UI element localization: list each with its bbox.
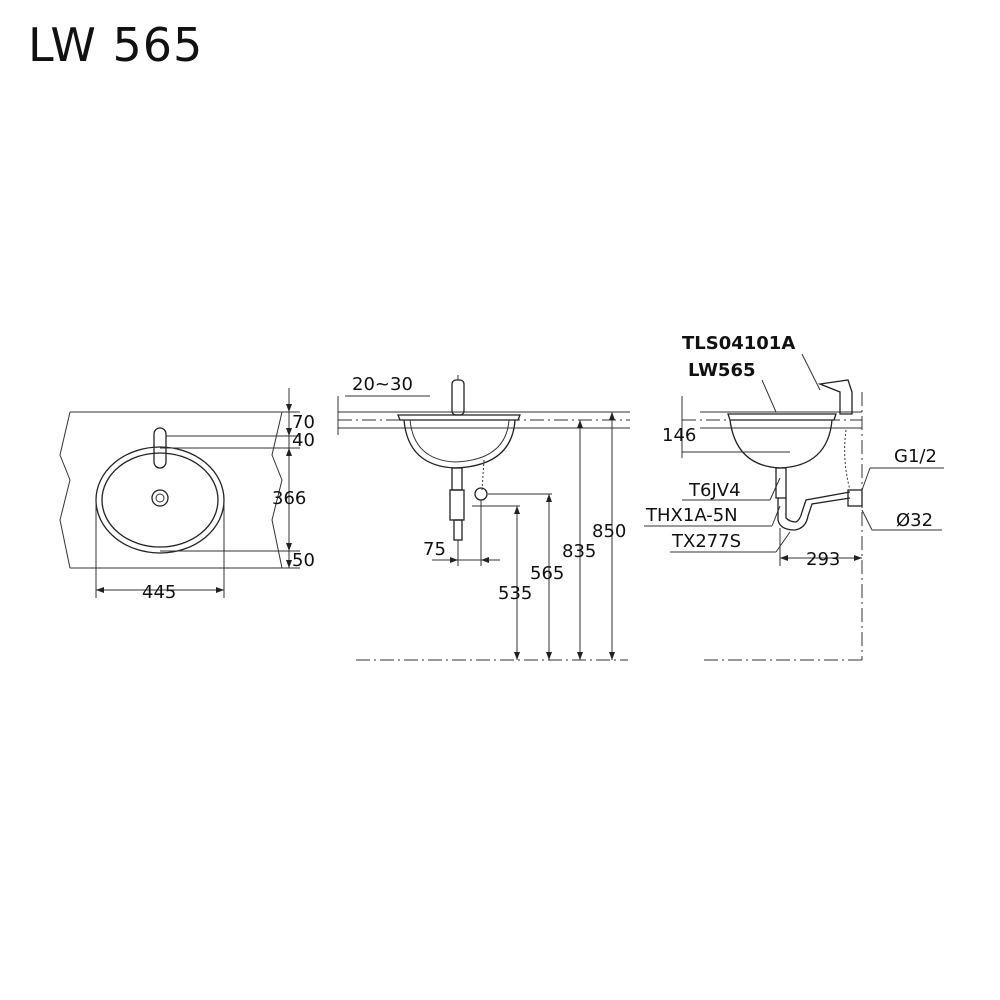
dim-75: 75	[423, 539, 446, 560]
part-t6jv4: T6JV4	[688, 480, 741, 501]
dim-293: 293	[806, 549, 840, 570]
part-thx1a-5n: THX1A-5N	[645, 505, 738, 526]
dim-g1-2: G1/2	[894, 446, 937, 467]
dim-535: 535	[498, 583, 532, 604]
dim-565: 565	[530, 563, 564, 584]
install-view: TLS04101A LW565 146 T6JV4 THX1A-5N TX277…	[644, 333, 944, 661]
dim-366: 366	[272, 488, 306, 509]
dim-40: 40	[292, 430, 315, 451]
dim-445: 445	[142, 582, 176, 603]
top-view: 70 40 366 50 445	[59, 388, 315, 603]
dim-835: 835	[562, 541, 596, 562]
side-view: 20~30 75 535 565 835 850	[337, 374, 630, 661]
dim-d32: Ø32	[896, 510, 933, 531]
dim-850: 850	[592, 521, 626, 542]
dim-70: 70	[292, 412, 315, 433]
dim-20-30: 20~30	[352, 374, 413, 395]
basin-model-label: LW565	[688, 360, 756, 381]
part-tx277s: TX277S	[671, 531, 741, 552]
dim-50: 50	[292, 550, 315, 571]
faucet-model-label: TLS04101A	[682, 333, 795, 354]
dim-146: 146	[662, 425, 696, 446]
page-title: LW 565	[28, 18, 204, 72]
